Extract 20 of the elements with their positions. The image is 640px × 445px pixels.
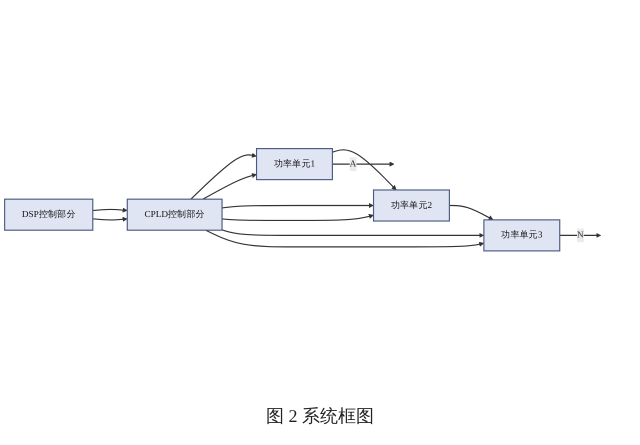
node-box: 功率单元3	[483, 220, 560, 252]
arrow	[92, 208, 128, 213]
arrow	[222, 230, 484, 238]
arrow	[222, 214, 374, 222]
arrow	[222, 203, 374, 209]
node-box: 功率单元2	[372, 190, 450, 222]
node-box: DSP控制部分	[4, 198, 94, 232]
arrow	[560, 233, 602, 238]
arrow	[202, 173, 257, 200]
arrow	[190, 153, 257, 200]
arrow	[332, 150, 396, 190]
arrow	[449, 205, 494, 220]
arrow	[206, 230, 484, 248]
arrow	[332, 162, 394, 167]
edge-label: N	[576, 230, 584, 240]
node-box: 功率单元1	[256, 148, 333, 180]
arrow	[92, 217, 128, 222]
node-box: CPLD控制部分	[126, 198, 223, 232]
figure-caption: 图 2 系统框图	[265, 405, 375, 428]
edge-label: A	[350, 159, 356, 169]
